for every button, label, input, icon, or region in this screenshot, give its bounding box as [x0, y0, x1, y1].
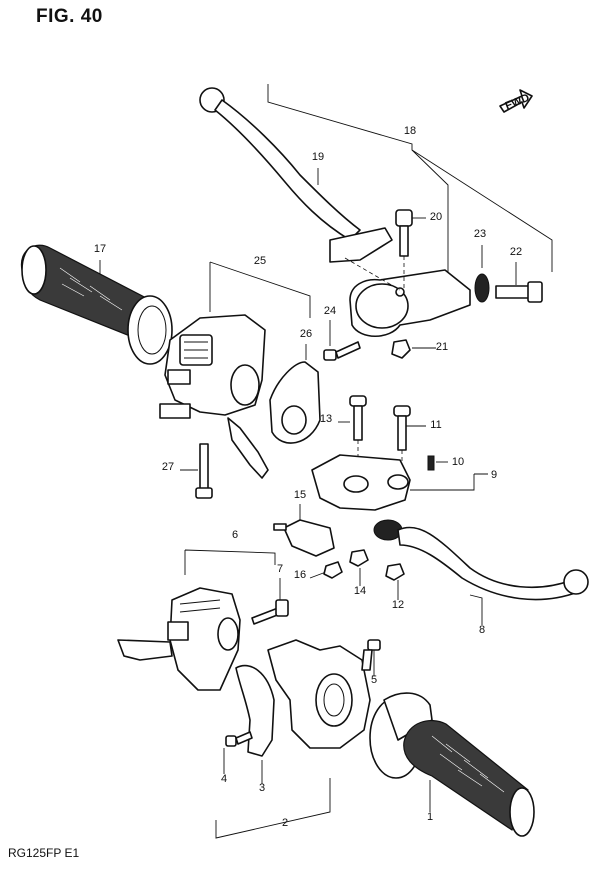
callout-17: 17 [94, 243, 106, 255]
callout-21: 21 [436, 341, 448, 353]
lever-holder [344, 257, 471, 337]
callout-10: 10 [452, 456, 464, 468]
callout-20: 20 [430, 211, 442, 223]
callout-27: 27 [162, 461, 174, 473]
switch-screw [195, 443, 213, 499]
small-screw [427, 455, 435, 471]
left-grip [20, 244, 173, 365]
callout-18: 18 [404, 125, 416, 137]
callout-4: 4 [221, 773, 227, 785]
callout-1: 1 [427, 811, 433, 823]
fwd-arrow-icon: FWD [499, 89, 533, 113]
small-fasteners [323, 549, 405, 581]
adjuster-nut [474, 273, 490, 303]
figure-title: FIG. 40 [36, 6, 103, 27]
throttle-grip [369, 692, 535, 837]
throttle-housing [267, 639, 371, 749]
adjuster-bolt [495, 281, 543, 303]
group-brackets [99, 84, 553, 839]
callout-22: 22 [510, 246, 522, 258]
throttle-housing-lower [235, 664, 275, 757]
holder-screw [323, 341, 361, 361]
callout-8: 8 [479, 624, 485, 636]
brake-lever-holder [311, 454, 411, 511]
callout-14: 14 [354, 585, 366, 597]
callout-5: 5 [371, 674, 377, 686]
callout-labels: 1234567891011121314151617181920212223242… [94, 125, 522, 829]
callout-2: 2 [282, 817, 288, 829]
throttle-screw [225, 731, 253, 747]
callout-11: 11 [430, 419, 441, 431]
left-switch-box [159, 314, 269, 479]
callout-26: 26 [300, 328, 312, 340]
switch-lower-half [269, 361, 321, 444]
callout-3: 3 [259, 782, 265, 794]
pivot-bolt [395, 209, 413, 290]
stop-switch [273, 519, 335, 557]
model-code: RG125FP E1 [8, 846, 80, 860]
callout-19: 19 [312, 151, 324, 163]
callout-25: 25 [254, 255, 266, 267]
callout-24: 24 [324, 305, 336, 317]
right-switch-screw [251, 599, 289, 625]
callout-16: 16 [294, 569, 306, 581]
brake-lever [373, 519, 589, 601]
right-switch-box [117, 587, 241, 691]
holder-nut [391, 339, 411, 359]
clutch-lever [199, 87, 393, 263]
callout-9: 9 [491, 469, 497, 481]
callout-23: 23 [474, 228, 486, 240]
callout-7: 7 [277, 563, 283, 575]
callout-6: 6 [232, 529, 238, 541]
callout-15: 15 [294, 489, 306, 501]
fwd-label: FWD [503, 92, 531, 113]
callout-12: 12 [392, 599, 404, 611]
callout-13: 13 [320, 413, 332, 425]
housing-screw [361, 639, 381, 671]
